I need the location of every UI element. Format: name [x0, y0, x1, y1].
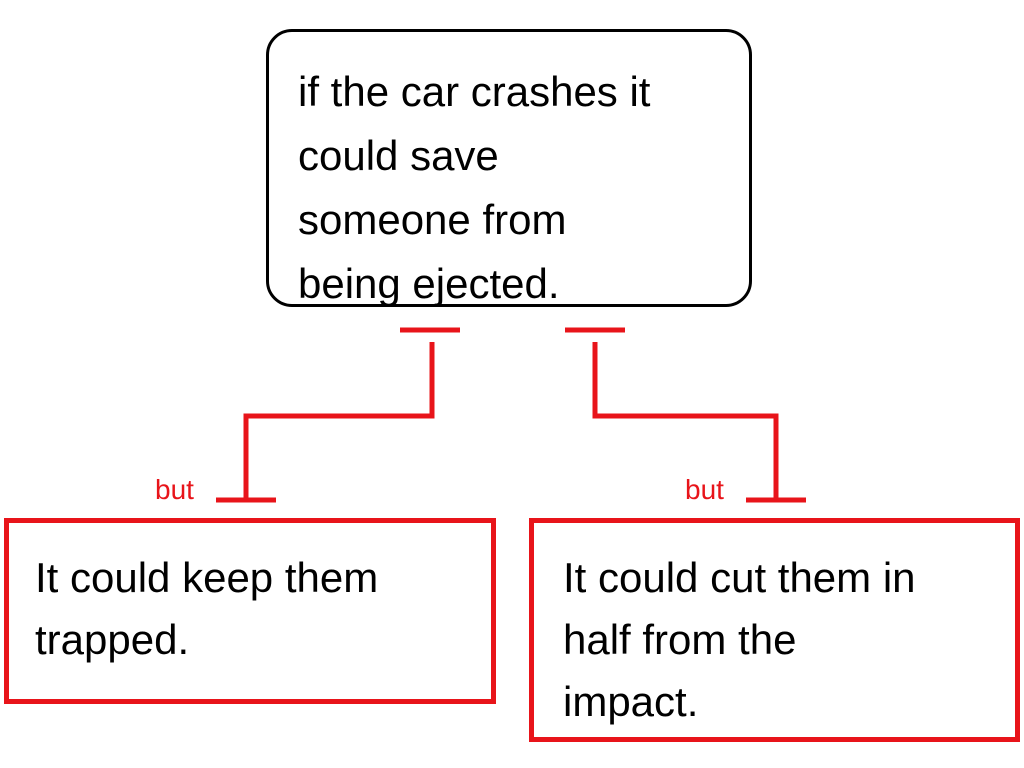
claim-box: if the car crashes it could save someone…	[266, 29, 752, 307]
connector-right-path	[592, 342, 779, 500]
objection-box-right: It could cut them in half from the impac…	[529, 518, 1020, 742]
objection-box-left: It could keep them trapped.	[4, 518, 496, 704]
connector-left	[216, 327, 460, 503]
connector-right	[565, 327, 806, 503]
connector-left-path	[243, 342, 435, 500]
connector-label-right: but	[685, 474, 724, 505]
connector-label-left: but	[155, 474, 194, 505]
